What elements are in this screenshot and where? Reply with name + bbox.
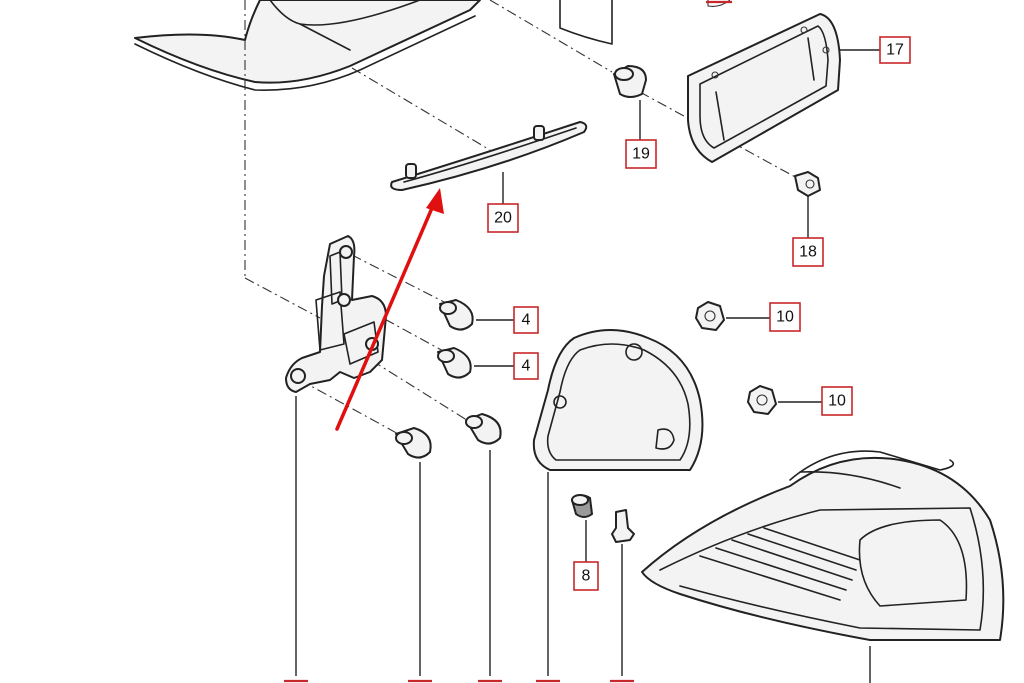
callout-19: 19 bbox=[625, 139, 657, 169]
bumper-panel bbox=[134, 0, 481, 91]
highlight-arrow bbox=[335, 188, 444, 431]
push-pin-lower-left bbox=[395, 427, 432, 676]
body-bracket-outline bbox=[559, 0, 731, 45]
screw-part-18 bbox=[794, 171, 821, 238]
callout-17: 17 bbox=[840, 36, 911, 64]
tail-lamp bbox=[641, 450, 1005, 683]
callout-4-lower: 4 bbox=[513, 352, 539, 380]
svg-text:4: 4 bbox=[522, 312, 531, 329]
cropped-callout-ticks bbox=[284, 0, 732, 683]
push-pin-middle bbox=[437, 347, 514, 379]
trim-strip-part-20 bbox=[390, 121, 588, 204]
push-pin-upper bbox=[439, 299, 514, 331]
svg-text:19: 19 bbox=[632, 146, 650, 163]
lamp-stud bbox=[611, 509, 635, 676]
callout-10-upper: 10 bbox=[769, 302, 801, 332]
svg-text:4: 4 bbox=[522, 358, 531, 375]
svg-text:10: 10 bbox=[828, 393, 846, 410]
lamp-bracket bbox=[285, 235, 387, 676]
svg-text:20: 20 bbox=[494, 210, 512, 227]
callout-8: 8 bbox=[573, 561, 599, 591]
nut-lower bbox=[747, 385, 822, 415]
svg-text:10: 10 bbox=[776, 309, 794, 326]
callout-4-upper: 4 bbox=[513, 306, 539, 334]
mounting-plate-part-17 bbox=[687, 13, 841, 163]
lamp-gasket bbox=[532, 329, 704, 676]
callout-20: 20 bbox=[487, 203, 519, 233]
push-pin-lower-right bbox=[465, 413, 502, 676]
svg-text:8: 8 bbox=[582, 568, 591, 585]
grommet-part-8 bbox=[570, 494, 594, 562]
svg-text:18: 18 bbox=[799, 244, 817, 261]
nut-upper bbox=[695, 301, 770, 331]
callout-10-lower: 10 bbox=[821, 386, 853, 416]
clip-part-19 bbox=[613, 65, 647, 140]
callout-18: 18 bbox=[792, 237, 824, 267]
svg-text:17: 17 bbox=[886, 42, 904, 59]
